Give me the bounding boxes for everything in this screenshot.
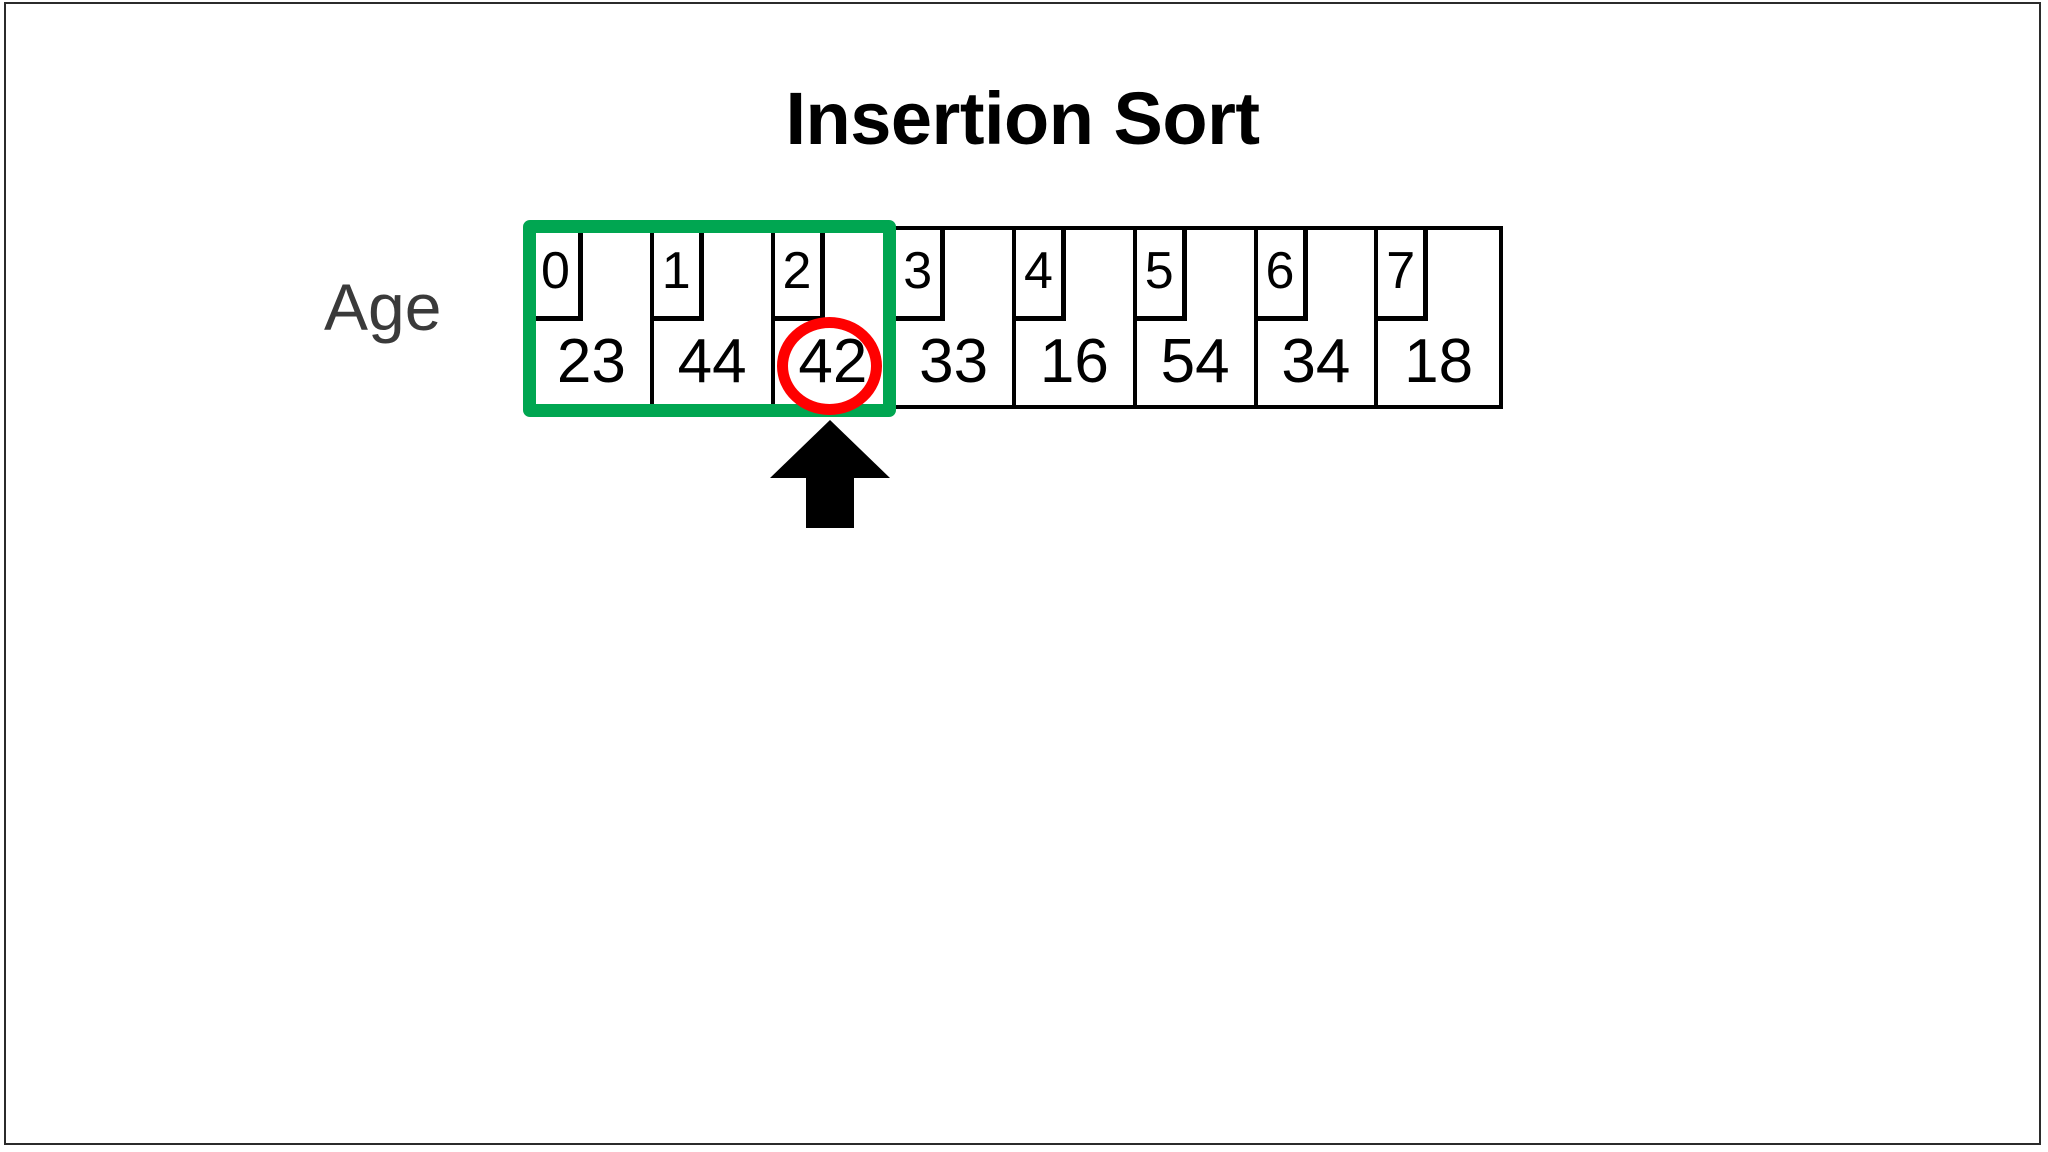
array-index-label: 1 bbox=[661, 242, 691, 300]
array-value-box: 23 bbox=[533, 321, 650, 409]
slide-canvas: Insertion Sort Age 0 23 1 44 2 42 bbox=[4, 2, 2041, 1145]
array-value-box: 16 bbox=[1016, 321, 1133, 409]
page-title: Insertion Sort bbox=[785, 77, 1260, 160]
array-cell[interactable]: 0 23 bbox=[533, 230, 654, 405]
array-index-label: 3 bbox=[903, 242, 933, 300]
array-value-label: 33 bbox=[919, 327, 989, 396]
array-value-box: 44 bbox=[654, 321, 771, 409]
array-index-box: 4 bbox=[1016, 230, 1066, 321]
array-value-label: 16 bbox=[1039, 327, 1109, 396]
array-value-label: 44 bbox=[677, 327, 747, 396]
array-value-label: 42 bbox=[798, 327, 868, 396]
array-value-label: 54 bbox=[1160, 327, 1230, 396]
pointer-arrow-icon bbox=[770, 420, 890, 528]
array-index-label: 5 bbox=[1144, 242, 1174, 300]
array-value-box: 42 bbox=[775, 321, 892, 409]
array-index-box: 3 bbox=[895, 230, 946, 321]
array-index-label: 0 bbox=[541, 242, 570, 300]
array-index-label: 7 bbox=[1386, 242, 1416, 300]
array-cell[interactable]: 1 44 bbox=[653, 230, 775, 405]
array-index-box: 1 bbox=[653, 230, 704, 321]
array-row-label: Age bbox=[324, 270, 442, 344]
array-cell[interactable]: 2 42 bbox=[774, 230, 896, 405]
array-index-box: 7 bbox=[1378, 230, 1429, 321]
array-cell[interactable]: 7 18 bbox=[1378, 230, 1499, 405]
array-index-box: 2 bbox=[774, 230, 825, 321]
array-value-label: 18 bbox=[1404, 327, 1474, 396]
array-cell[interactable]: 6 34 bbox=[1257, 230, 1379, 405]
array-index-label: 4 bbox=[1024, 242, 1053, 300]
array-cell[interactable]: 3 33 bbox=[895, 230, 1016, 405]
array-value-box: 18 bbox=[1378, 321, 1499, 409]
array-value-label: 34 bbox=[1281, 327, 1351, 396]
array-index-label: 2 bbox=[782, 242, 812, 300]
array-value-box: 34 bbox=[1258, 321, 1375, 409]
array-index-label: 6 bbox=[1265, 242, 1295, 300]
array-value-box: 54 bbox=[1137, 321, 1254, 409]
array-index-box: 0 bbox=[533, 230, 583, 321]
array-index-box: 6 bbox=[1257, 230, 1308, 321]
array-cell[interactable]: 4 16 bbox=[1016, 230, 1137, 405]
array-cell[interactable]: 5 54 bbox=[1136, 230, 1258, 405]
array-value-box: 33 bbox=[895, 321, 1012, 409]
array-index-box: 5 bbox=[1136, 230, 1187, 321]
array-container: 0 23 1 44 2 42 3 bbox=[529, 226, 1503, 409]
array-value-label: 23 bbox=[556, 327, 626, 396]
